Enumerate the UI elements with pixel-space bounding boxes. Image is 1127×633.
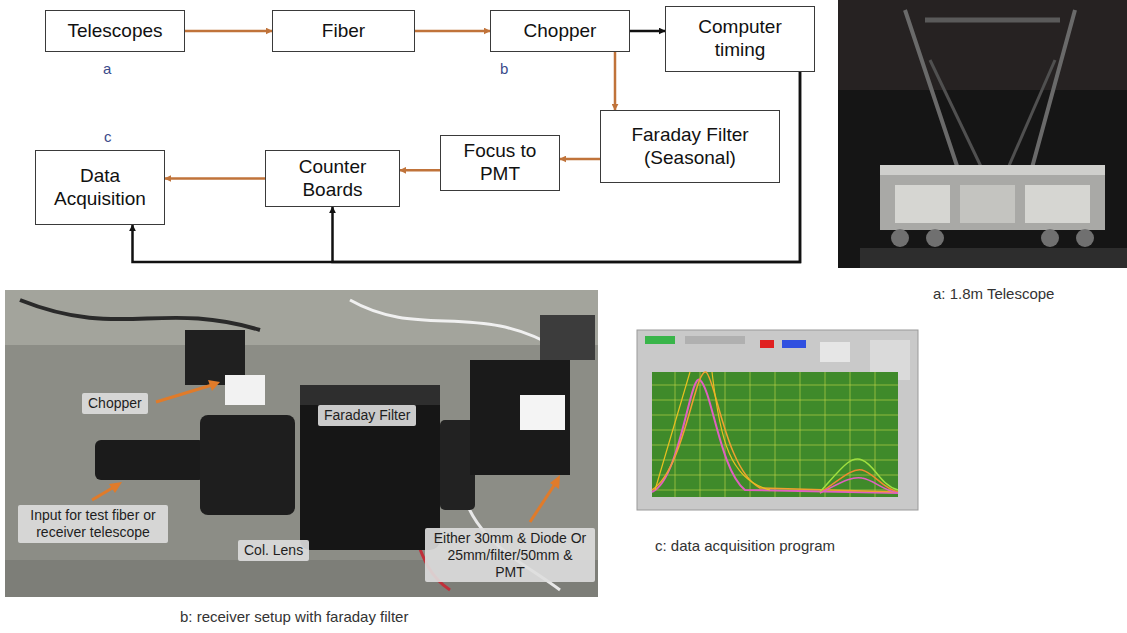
figure-caption: b: receiver setup with faraday filter <box>180 608 408 626</box>
box-label: Chopper <box>524 20 597 43</box>
flow-arrow <box>614 52 617 110</box>
callout-letter: c <box>104 128 112 146</box>
flow-arrow <box>333 72 801 262</box>
process-box: Chopper <box>490 10 630 52</box>
box-label: Focus to PMT <box>449 140 551 186</box>
part-label: Col. Lens <box>238 540 309 561</box>
box-label: Fiber <box>322 20 365 43</box>
process-box: Computer timing <box>665 6 815 72</box>
figure-caption: c: data acquisition program <box>655 537 835 555</box>
figure-caption: a: 1.8m Telescope <box>933 285 1054 303</box>
screenshot <box>637 330 918 510</box>
leader-arrow <box>156 385 212 402</box>
process-box: Counter Boards <box>265 150 400 207</box>
flow-arrow <box>165 177 265 180</box>
flow-arrow <box>185 30 272 33</box>
box-label: Counter Boards <box>274 156 391 202</box>
part-label: Either 30mm & Diode Or 25mm/filter/50mm … <box>425 528 595 582</box>
part-label: Faraday Filter <box>318 405 416 426</box>
telescope-photo <box>838 0 1127 268</box>
flow-arrow <box>400 169 440 172</box>
process-box: Telescopes <box>45 10 185 52</box>
leader-arrow <box>92 487 114 500</box>
flow-arrow <box>630 30 665 33</box>
part-label: Input for test fiber or receiver telesco… <box>18 505 168 543</box>
flow-arrow <box>133 72 801 262</box>
process-box: Fiber <box>272 10 415 52</box>
leader-head <box>550 475 560 489</box>
flow-arrow <box>560 158 600 161</box>
process-box: Focus to PMT <box>440 135 560 191</box>
process-box: Faraday Filter (Seasonal) <box>600 110 780 183</box>
leader-arrow <box>530 484 555 522</box>
part-label: Chopper <box>82 393 148 414</box>
leader-head <box>208 380 220 391</box>
callout-letter: b <box>500 60 508 78</box>
flow-arrow <box>415 30 490 33</box>
receiver-photo <box>5 290 598 597</box>
process-box: Data Acquisition <box>35 150 165 225</box>
box-label: Faraday Filter (Seasonal) <box>609 124 771 170</box>
box-label: Data Acquisition <box>44 165 156 211</box>
box-label: Computer timing <box>674 16 806 62</box>
callout-letter: a <box>103 60 111 78</box>
leader-head <box>109 482 122 493</box>
box-label: Telescopes <box>67 20 162 43</box>
